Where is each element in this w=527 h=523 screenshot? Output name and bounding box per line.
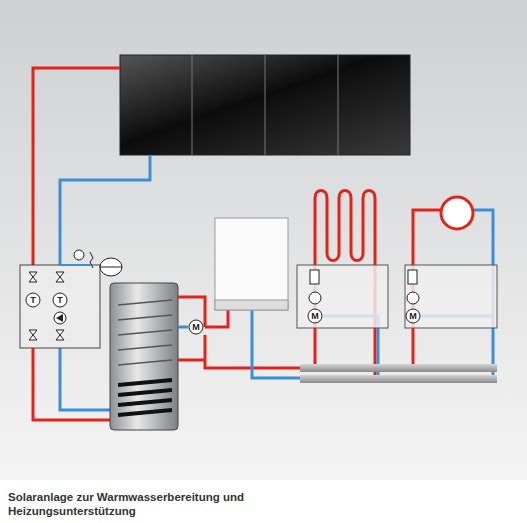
gas-boiler [215, 218, 288, 310]
solar-collector [120, 55, 410, 155]
temperature-symbol: T [27, 294, 39, 306]
distributor-bars [300, 364, 497, 383]
motor-symbol: M [407, 310, 419, 322]
mixing-valve [189, 320, 203, 334]
motor-symbol: M [309, 310, 321, 322]
caption: Solaranlage zur Warmwasserbereitung und … [8, 490, 283, 518]
solar-station [20, 250, 122, 348]
heating-circuit-boxes [297, 265, 497, 328]
background [0, 0, 527, 480]
temperature-symbol: T [54, 294, 66, 306]
motor-symbol: M [190, 321, 202, 333]
storage-tank [110, 283, 178, 430]
radiator [441, 197, 473, 229]
